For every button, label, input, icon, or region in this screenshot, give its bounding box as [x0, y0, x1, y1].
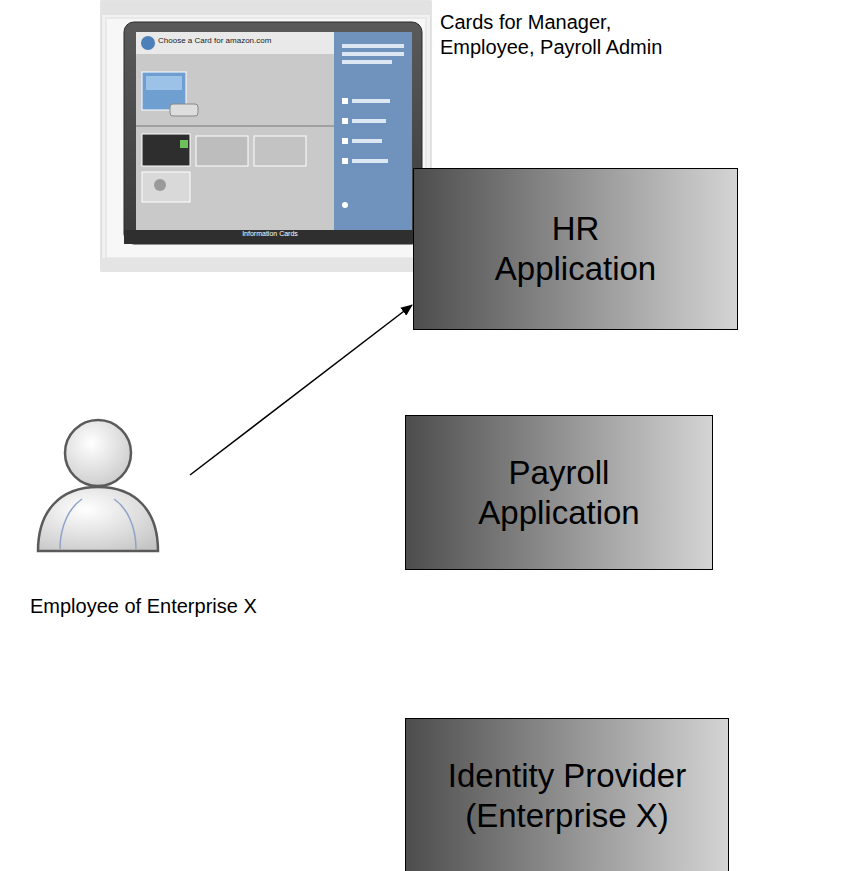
application-box: Payroll Application [405, 415, 713, 570]
arrow-connector [190, 305, 412, 475]
box-title: Payroll Application [444, 453, 674, 532]
application-box: HR Application [413, 168, 738, 330]
dialog-footer: Information Cards [210, 230, 330, 239]
person-icon [30, 415, 170, 555]
dialog-title: Choose a Card for amazon.com [158, 36, 318, 46]
note-text: Cards for Manager, Employee, Payroll Adm… [440, 10, 685, 60]
application-box: Identity Provider (Enterprise X) [405, 718, 729, 871]
box-title: Identity Provider (Enterprise X) [417, 756, 717, 835]
person-node: Employee of Enterprise X [30, 415, 190, 555]
person-label: Employee of Enterprise X [30, 595, 257, 618]
box-title: HR Application [476, 209, 676, 288]
